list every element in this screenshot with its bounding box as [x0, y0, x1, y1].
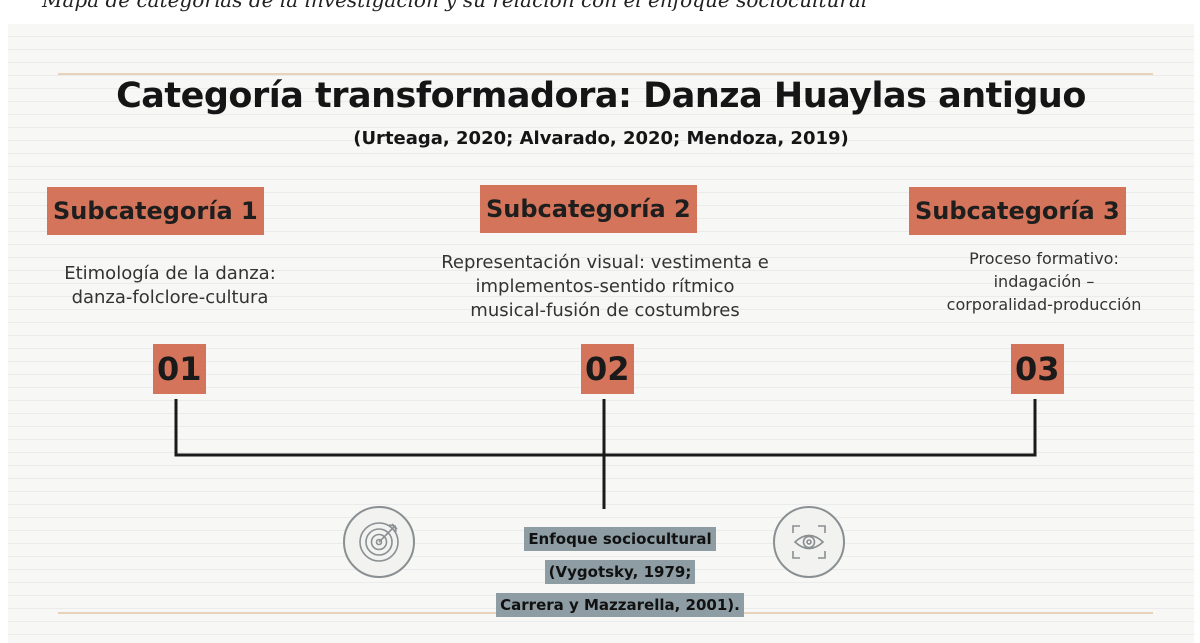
subcategory-2-description: Representación visual: vestimenta e impl… [405, 251, 805, 323]
diagram-slide: Categoría transformadora: Danza Huaylas … [8, 24, 1194, 643]
subcategory-2-description-line: musical-fusión de costumbres [470, 300, 740, 321]
caption-text: Mapa de categorías de la investigación y… [42, 0, 868, 12]
subcategory-1-description-line: danza-folclore-cultura [71, 287, 269, 308]
subcategory-1-number: 01 [153, 344, 206, 394]
sociocultural-approach-box: Enfoque sociocultural (Vygotsky, 1979; C… [490, 527, 750, 626]
connector-lines [174, 399, 1037, 509]
title-citation: (Urteaga, 2020; Alvarado, 2020; Mendoza,… [353, 128, 849, 149]
subcategory-1-description: Etimología de la danza: danza-folclore-c… [25, 262, 315, 310]
diagram-title: Categoría transformadora: Danza Huaylas … [116, 76, 1086, 116]
subcategory-2-description-line: implementos-sentido rítmico [475, 276, 735, 297]
subcategory-2-label: Subcategoría 2 [480, 185, 697, 233]
subcategory-3-description-line: indagación – [993, 272, 1095, 291]
subcategory-3-description: Proceso formativo: indagación – corporal… [904, 247, 1184, 316]
focus-eye-icon [773, 506, 845, 578]
approach-citation-line: (Vygotsky, 1979; [544, 560, 696, 584]
subcategory-1-label: Subcategoría 1 [47, 187, 264, 235]
approach-citation-line: Carrera y Mazzarella, 2001). [496, 593, 744, 617]
top-divider [58, 73, 1153, 75]
subcategory-2-description-line: Representación visual: vestimenta e [441, 252, 769, 273]
subcategory-3-description-line: Proceso formativo: [969, 249, 1119, 268]
target-arrow-icon [343, 506, 415, 578]
cropped-caption: Mapa de categorías de la investigación y… [0, 0, 1200, 28]
subcategory-2-number: 02 [581, 344, 634, 394]
approach-title: Enfoque sociocultural [524, 527, 716, 551]
subcategory-3-number: 03 [1011, 344, 1064, 394]
subcategory-3-label: Subcategoría 3 [909, 187, 1126, 235]
subcategory-3-description-line: corporalidad-producción [946, 295, 1142, 314]
subcategory-1-description-line: Etimología de la danza: [64, 263, 276, 284]
